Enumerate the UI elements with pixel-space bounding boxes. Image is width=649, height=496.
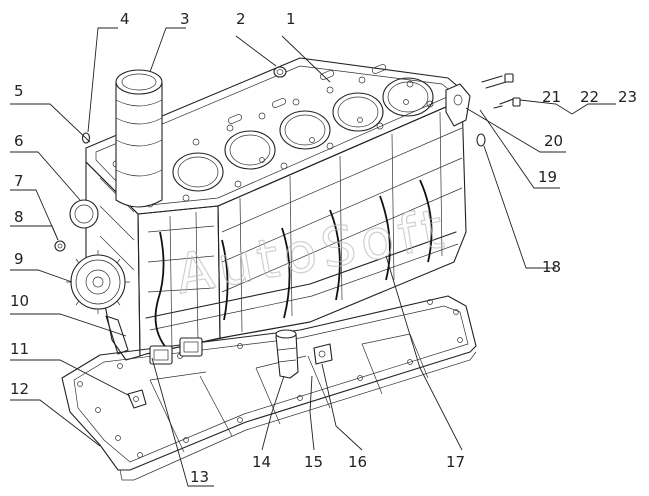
callout-22: 22	[580, 88, 599, 106]
callout-12: 12	[10, 380, 29, 398]
callout-17: 17	[446, 453, 465, 471]
callout-9: 9	[14, 250, 24, 268]
callout-8: 8	[14, 208, 24, 226]
callout-labels: 1 2 3 4 5 6 7 8 9 10 11 12 13 14 15 16 1…	[10, 10, 637, 486]
callout-21: 21	[542, 88, 561, 106]
callout-1: 1	[286, 10, 296, 28]
oil-pan	[61, 295, 477, 481]
callout-18: 18	[542, 258, 561, 276]
callout-4: 4	[120, 10, 130, 28]
cylinder-liner	[115, 69, 163, 208]
callout-20: 20	[544, 132, 563, 150]
callout-13: 13	[190, 468, 209, 486]
callout-2: 2	[236, 10, 246, 28]
callout-7: 7	[14, 172, 24, 190]
cylinder-bores	[172, 77, 434, 192]
watermark: AutoSoft	[171, 197, 448, 306]
callout-19: 19	[538, 168, 557, 186]
gear-housing	[54, 199, 130, 355]
callout-3: 3	[180, 10, 190, 28]
leader-lines	[10, 27, 616, 487]
callout-6: 6	[14, 132, 24, 150]
callout-14: 14	[252, 453, 271, 471]
callout-5: 5	[14, 82, 24, 100]
callout-10: 10	[10, 292, 29, 310]
small-parts	[81, 66, 521, 409]
callout-16: 16	[348, 453, 367, 471]
callout-15: 15	[304, 453, 323, 471]
callout-23: 23	[618, 88, 637, 106]
callout-11: 11	[10, 340, 29, 358]
